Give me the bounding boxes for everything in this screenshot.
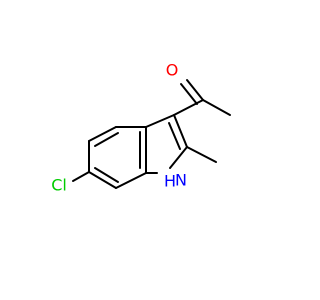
bond-c7-c7a [115,172,147,189]
nitrogen-atom-label: N [175,171,187,190]
bond-carbonyl-oxygen-double [180,83,198,105]
bond-c6-c7 [88,171,117,189]
bond-carbonyl-oxygen [186,79,204,101]
bonds [72,79,231,189]
oxygen-atom-label: O [166,61,179,80]
bond-c6-cl [72,171,90,182]
bond-c3a-c3 [145,114,175,128]
bond-c3-carbonyl [173,99,204,116]
bond-c2-methyl [186,146,217,163]
bond-c6-c7-inner [94,167,119,183]
structure-canvas: O Cl N H [51,60,231,195]
bond-c2-n1 [169,146,188,169]
bond-carbonyl-methyl [202,99,231,116]
hydrogen-atom-label: H [164,172,176,191]
bond-c3-c2 [173,114,188,148]
molecule-diagram: O Cl N H [51,61,231,195]
bond-c4-c5 [88,126,117,142]
bond-c4-c5-inner [94,132,119,147]
chlorine-atom-label: Cl [51,176,67,195]
atom-labels: O Cl N H [51,61,187,195]
bond-c3-c2-inner [168,122,181,150]
